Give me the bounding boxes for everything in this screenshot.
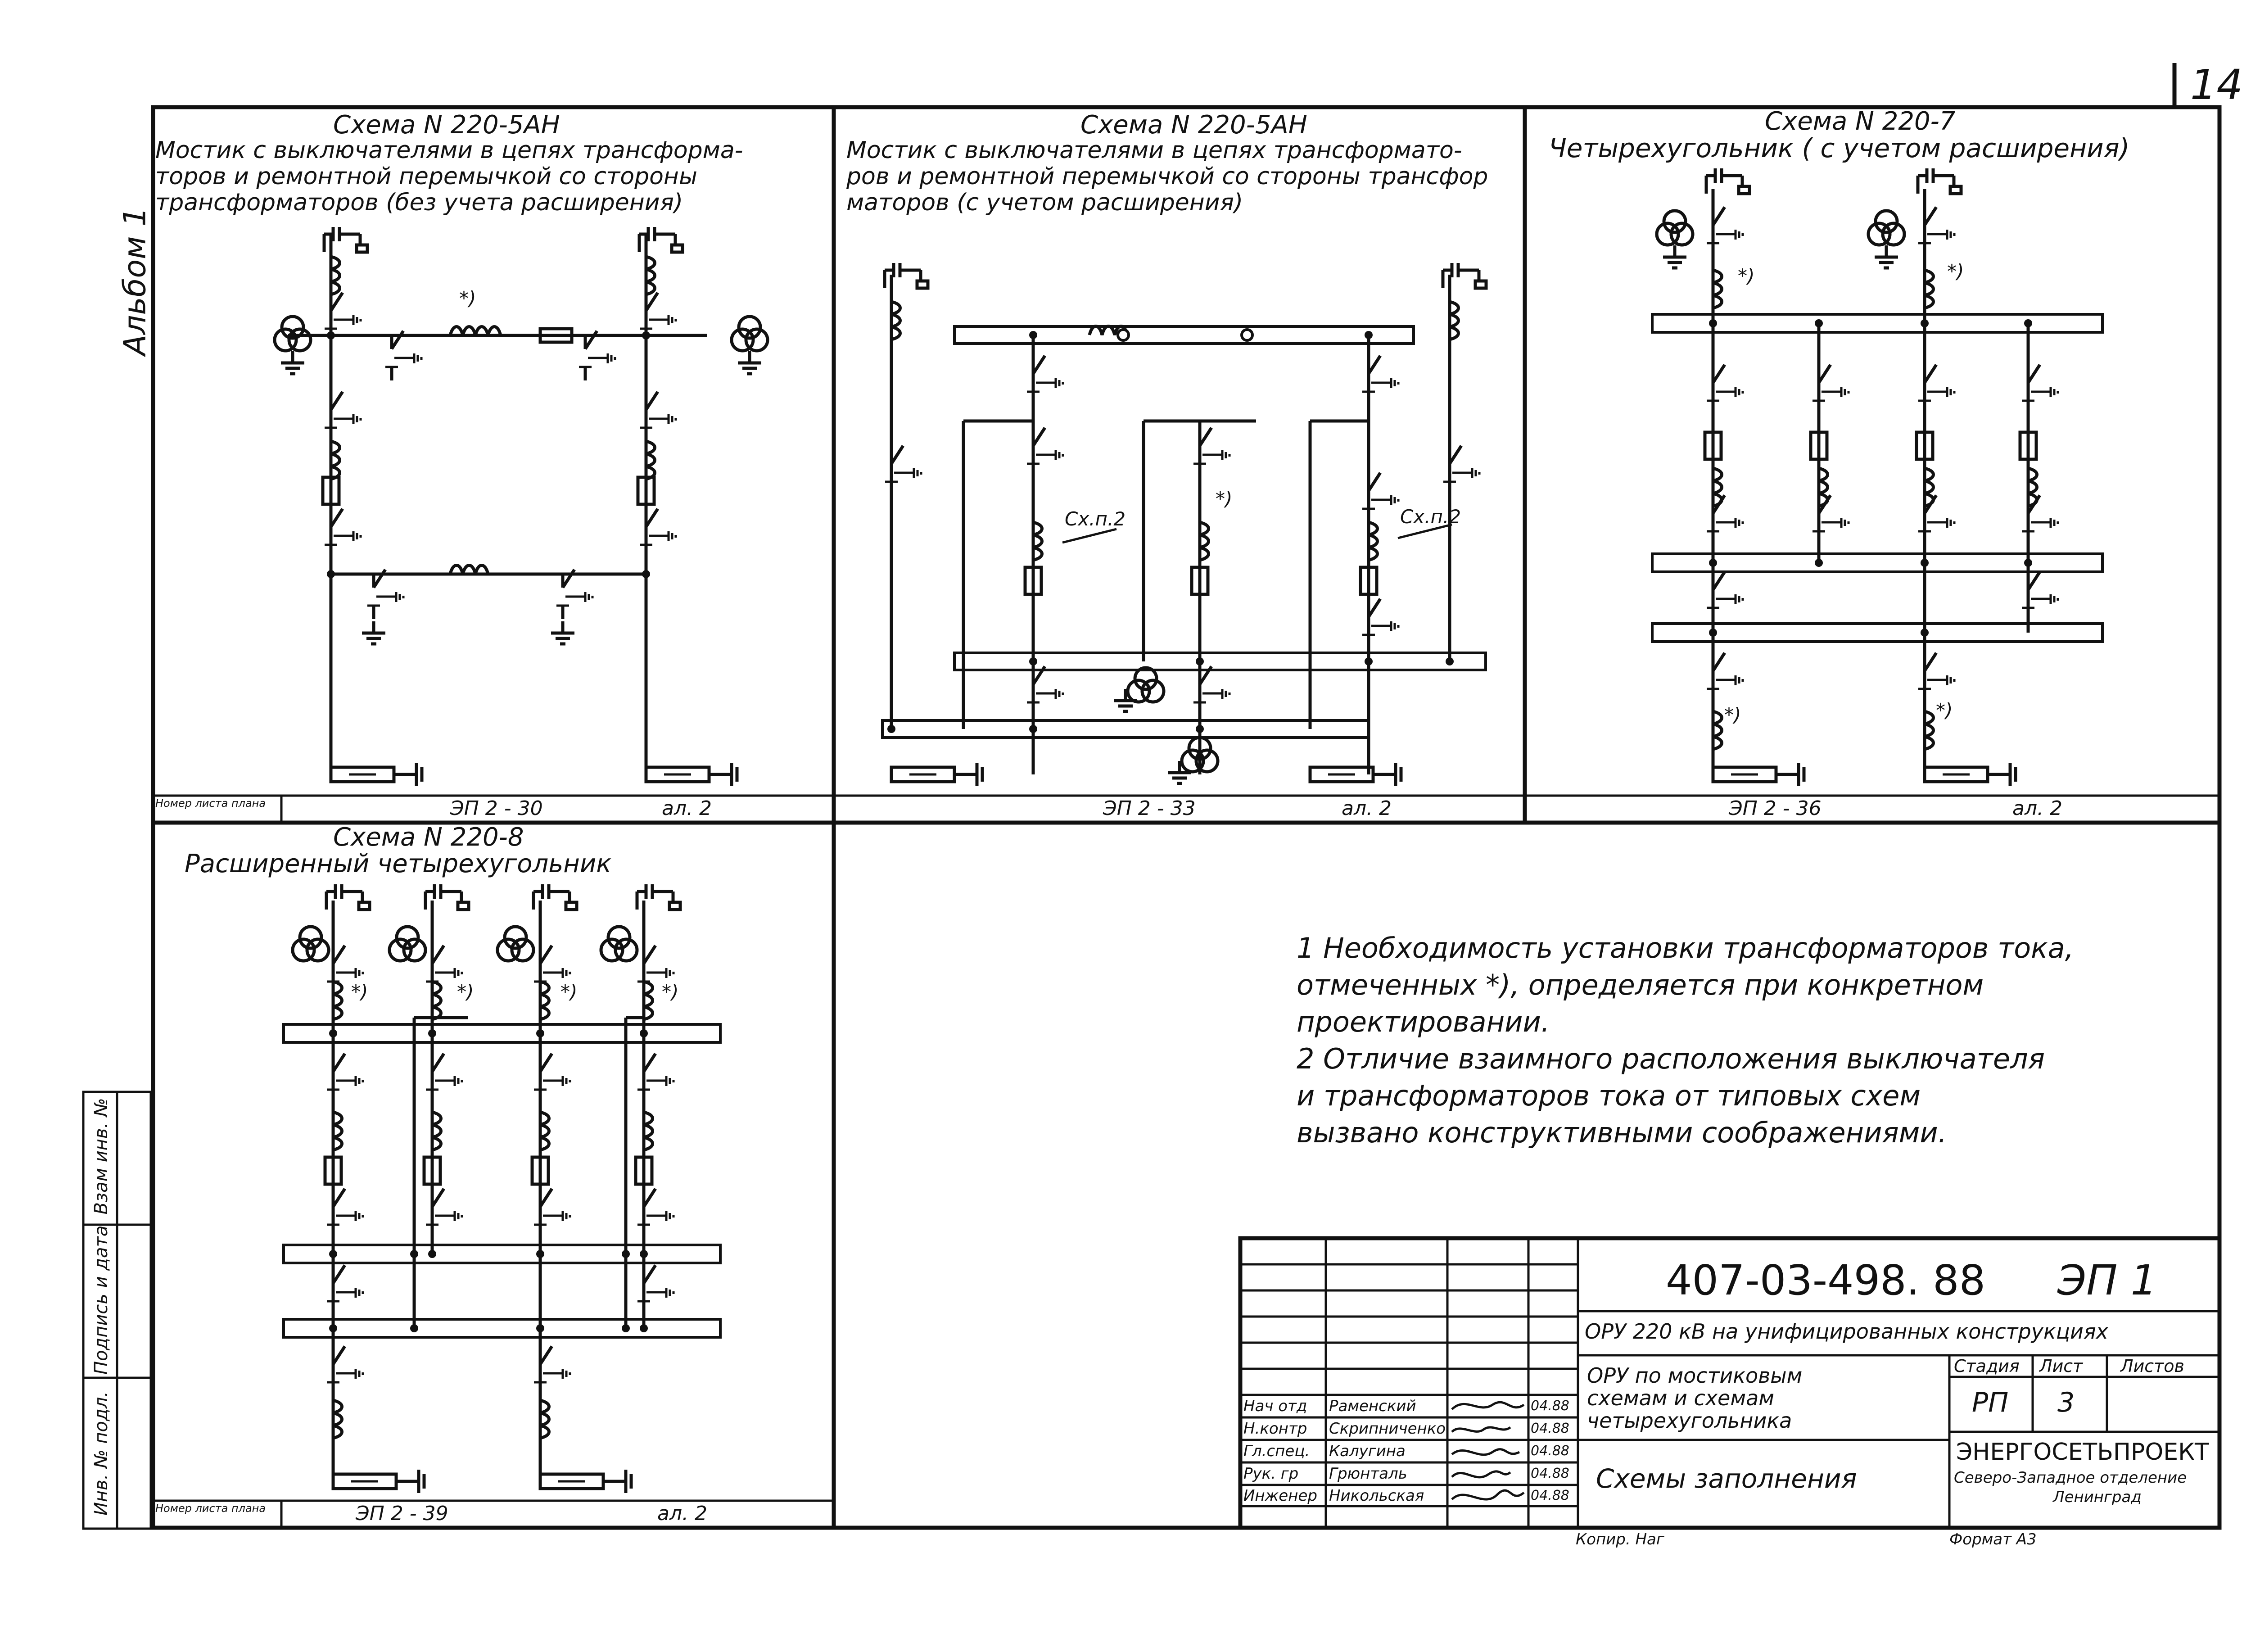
scheme-4-title: Схема N 220-8 — [333, 823, 524, 852]
scheme-3-ct-mark-3: *) — [1724, 704, 1741, 726]
scheme-2-label-1: Сх.п.2 — [1065, 508, 1126, 530]
org-branch: Северо-Западное отделение — [1954, 1469, 2187, 1487]
role-4-name: Грюнталь — [1329, 1465, 1407, 1483]
scheme-2-desc-2: ров и ремонтной перемычкой со стороны тр… — [846, 163, 1488, 190]
scheme-3-ct-mark-4: *) — [1936, 699, 1953, 721]
doc-code: 407-03-498. 88 — [1666, 1256, 1986, 1304]
scheme-3-ct-mark-1: *) — [1738, 265, 1755, 287]
scheme-2-ct-mark: *) — [1216, 488, 1233, 510]
role-3-name: Калугина — [1329, 1442, 1406, 1460]
scheme-3-sheet-page: ал. 2 — [2012, 797, 2063, 820]
scheme-4-desc-1: Расширенный четырехугольник — [185, 849, 612, 878]
scheme-4-ct-mark-2: *) — [457, 981, 474, 1003]
scheme-2-circuit — [881, 263, 1486, 786]
scheme-3-title: Схема N 220-7 — [1765, 107, 1956, 136]
note-line-2: отмеченных *), определяется при конкретн… — [1297, 969, 1984, 1001]
page-number: 14 — [2190, 61, 2243, 109]
role-2-date: 04.88 — [1531, 1421, 1569, 1436]
org-name: ЭНЕРГОСЕТЬПРОЕКТ — [1956, 1439, 2209, 1466]
album-label: Альбом 1 — [117, 207, 153, 356]
role-4: Рук. гр — [1243, 1465, 1299, 1483]
scheme-4-sheet-page: ал. 2 — [657, 1502, 708, 1525]
note-line-6: вызвано конструктивными соображениями. — [1297, 1116, 1947, 1149]
scheme-1-desc-3: трансформаторов (без учета расширения) — [155, 189, 683, 216]
copied-note: Копир. Наг — [1576, 1530, 1664, 1548]
scheme-1-sheet-code: ЭП 2 - 30 — [450, 797, 543, 820]
scheme-3-circuit — [1651, 168, 2104, 786]
scheme-4-sheet-label: Номер листа плана — [155, 1502, 266, 1515]
scheme-4-circuit — [282, 884, 722, 1493]
scheme-2-sheet-code: ЭП 2 - 33 — [1103, 797, 1196, 820]
subject-line-3: четырехугольника — [1587, 1408, 1792, 1433]
role-1-name: Раменский — [1329, 1397, 1416, 1415]
scheme-2-label-2: Сх.п.2 — [1400, 506, 1461, 528]
scheme-3-desc-1: Четырехугольник ( с учетом расширения) — [1549, 133, 2130, 163]
role-1-date: 04.88 — [1531, 1398, 1569, 1414]
role-5: Инженер — [1243, 1487, 1317, 1505]
scheme-2-sheet-page: ал. 2 — [1342, 797, 1392, 820]
scheme-3-ct-mark-2: *) — [1947, 260, 1964, 282]
role-3: Гл.спец. — [1243, 1442, 1310, 1460]
stage-value: РП — [1972, 1387, 2009, 1418]
frame — [151, 63, 2222, 1530]
sheet-header: Лист — [2039, 1356, 2083, 1376]
scheme-4-ct-mark-1: *) — [351, 981, 368, 1003]
scheme-1-ct-mark: *) — [459, 287, 476, 309]
project-title: ОРУ 220 кВ на унифицированных конструкци… — [1585, 1319, 2108, 1344]
scheme-4-ct-mark-3: *) — [560, 981, 578, 1003]
scheme-1-circuit — [275, 227, 768, 786]
left-stamp-grid — [82, 1091, 152, 1530]
scheme-1-sheet-page: ал. 2 — [662, 797, 712, 820]
role-5-date: 04.88 — [1531, 1488, 1569, 1503]
format-note: Формат А3 — [1949, 1530, 2037, 1548]
scheme-4-sheet-code: ЭП 2 - 39 — [356, 1502, 448, 1525]
role-2-name: Скрипниченко — [1329, 1420, 1446, 1438]
scheme-2-title: Схема N 220-5АН — [1080, 110, 1307, 140]
sheet-title: Схемы заполнения — [1596, 1463, 1857, 1494]
subject-line-1: ОРУ по мостиковым — [1587, 1363, 1803, 1388]
note-line-3: проектировании. — [1297, 1005, 1550, 1038]
scheme-1-desc-1: Мостик с выключателями в цепях трансформ… — [155, 137, 743, 164]
note-line-1: 1 Необходимость установки трансформаторо… — [1297, 932, 2074, 964]
scheme-2-desc-3: маторов (с учетом расширения) — [846, 189, 1243, 216]
role-4-date: 04.88 — [1531, 1466, 1569, 1481]
org-city: Ленинград — [2053, 1488, 2142, 1506]
role-5-name: Никольская — [1329, 1487, 1424, 1505]
scheme-2-desc-1: Мостик с выключателями в цепях трансформ… — [846, 137, 1462, 164]
role-2: Н.контр — [1243, 1420, 1307, 1438]
role-3-date: 04.88 — [1531, 1443, 1569, 1459]
scheme-4-ct-mark-4: *) — [662, 981, 679, 1003]
subject-line-2: схемам и схемам — [1587, 1386, 1774, 1410]
stamp-sign-label: Подпись и дата — [91, 1225, 112, 1375]
doc-mark: ЭП 1 — [2057, 1256, 2157, 1304]
scheme-1-sheet-label: Номер листа плана — [155, 797, 266, 810]
sheets-header: Листов — [2120, 1356, 2184, 1376]
stage-header: Стадия — [1954, 1356, 2020, 1376]
stamp-inv-label: Инв. № подл. — [91, 1391, 112, 1516]
note-line-5: и трансформаторов тока от типовых схем — [1297, 1079, 1921, 1112]
scheme-3-sheet-code: ЭП 2 - 36 — [1729, 797, 1822, 820]
stamp-replace-label: Взам инв. № — [91, 1098, 112, 1215]
scheme-1-desc-2: торов и ремонтной перемычкой со стороны — [155, 163, 697, 190]
scheme-1-title: Схема N 220-5АН — [333, 110, 560, 140]
sheet-value: 3 — [2057, 1387, 2075, 1418]
title-block-grid — [1238, 1236, 2222, 1530]
role-1: Нач отд — [1243, 1397, 1307, 1415]
note-line-4: 2 Отличие взаимного расположения выключа… — [1297, 1042, 2045, 1075]
